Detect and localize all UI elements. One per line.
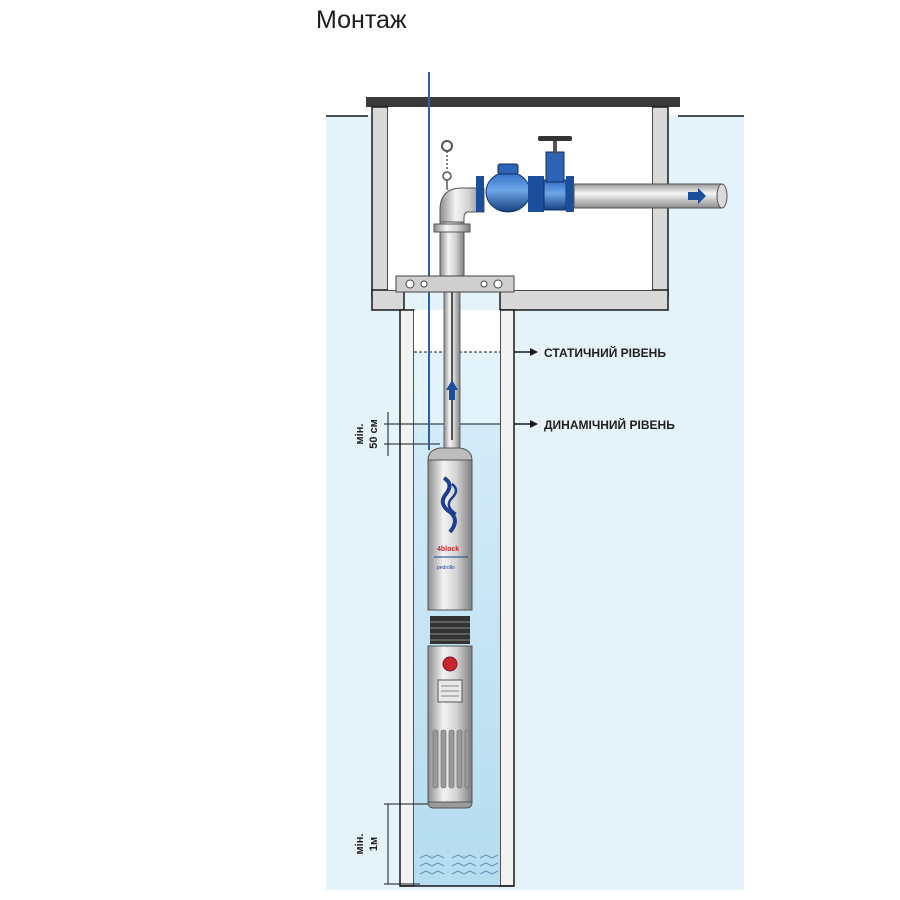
outlet-pipe — [573, 183, 728, 209]
pump-brand-line1: 4block — [437, 546, 459, 553]
static-level-annotation: СТАТИЧНИЙ РІВЕНЬ — [514, 345, 666, 360]
page-title: Монтаж — [316, 6, 407, 34]
flow-out-arrow — [688, 188, 706, 204]
well-head-clamp — [395, 275, 515, 293]
min-50cm-label-line2: 50 см — [368, 419, 380, 449]
min-50cm-label-line1: мін. — [354, 424, 366, 445]
gate-valve — [536, 136, 574, 212]
static-level-label: СТАТИЧНИЙ РІВЕНЬ — [544, 345, 666, 360]
dynamic-level-annotation: ДИНАМІЧНИЙ РІВЕНЬ — [514, 417, 675, 432]
safety-rope — [441, 140, 453, 190]
water-meter — [476, 163, 536, 213]
min-1m-label-line1: мін. — [354, 834, 366, 855]
pump-brand-line2: pedrollo — [437, 565, 455, 571]
well-bottom-filter — [419, 854, 499, 875]
dimension-min-50cm: мін. 50 см — [354, 412, 392, 456]
dynamic-level-label: ДИНАМІЧНИЙ РІВЕНЬ — [544, 417, 675, 432]
dimension-min-1m: мін. 1м — [354, 803, 392, 885]
min-1m-label-line2: 1м — [368, 837, 380, 851]
riser-pipe — [433, 217, 471, 459]
submersible-pump: 4block pedrollo — [427, 447, 473, 809]
flow-up-arrow — [446, 380, 458, 400]
